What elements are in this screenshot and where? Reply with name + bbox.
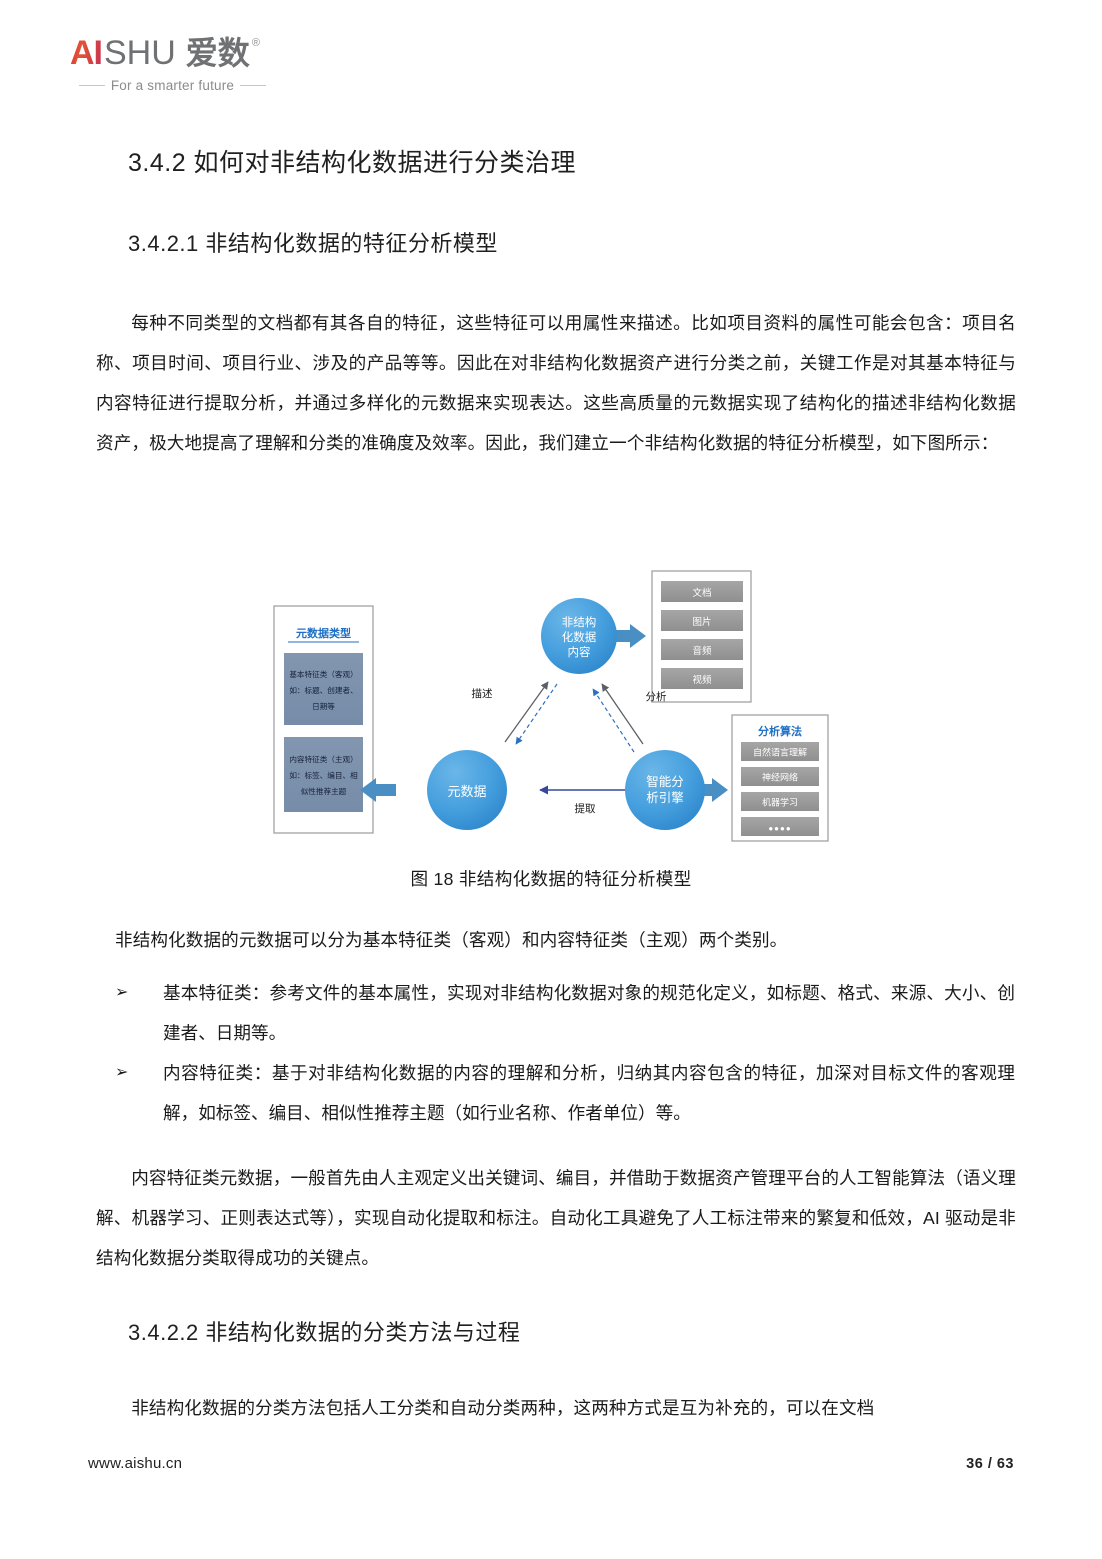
- edge-label-describe: 描述: [472, 687, 493, 700]
- logo-shu-text: SHU: [104, 34, 176, 72]
- node-metadata-label: 元数据: [447, 784, 486, 799]
- edge-engine-to-content: [601, 683, 644, 745]
- metadata-box-1-line2: 如：标题、创建者、: [289, 685, 357, 695]
- paragraph-3: 内容特征类元数据，一般首先由人主观定义出关键词、编目，并借助于数据资产管理平台的…: [96, 1168, 1016, 1268]
- edge-content-to-metadata: [515, 683, 558, 745]
- metadata-box-2-line3: 似性推荐主题: [301, 786, 347, 796]
- edge-metadata-to-content: [504, 681, 549, 743]
- content-type-item-2: 音频: [692, 645, 712, 657]
- figure-caption: 图 18 非结构化数据的特征分析模型: [410, 869, 692, 889]
- metadata-type-panel: 元数据类型 基本特征类（客观） 如：标题、创建者、 日期等 内容特征类（主观） …: [273, 605, 374, 834]
- metadata-box-1-line1: 基本特征类（客观）: [289, 669, 357, 679]
- figure-18-diagram: 元数据类型 基本特征类（客观） 如：标题、创建者、 日期等 内容特征类（主观） …: [252, 552, 878, 852]
- bullet-item-basic-features: ➢ 基本特征类：参考文件的基本属性，实现对非结构化数据对象的规范化定义，如标题、…: [115, 973, 1015, 1053]
- diagram-edges: [504, 681, 644, 795]
- node-metadata: 元数据: [427, 750, 507, 830]
- node-engine-line2: 析引擎: [646, 790, 684, 805]
- metadata-box-2-line1: 内容特征类（主观）: [289, 754, 357, 764]
- tagline-rule-right: [240, 85, 267, 86]
- node-engine-line1: 智能分: [646, 774, 684, 789]
- content-types-panel: 文档 图片 音频 视频: [651, 570, 752, 703]
- bullet-marker-icon: ➢: [115, 1064, 129, 1081]
- brand-logo: AI SHU 爱数 ®: [70, 34, 300, 74]
- section-heading: 3.4.2 如何对非结构化数据进行分类治理: [128, 149, 577, 177]
- arrow-metadata-to-panel-icon: [360, 778, 396, 802]
- subsection-heading-2: 3.4.2.2 非结构化数据的分类方法与过程: [128, 1320, 521, 1345]
- content-type-item-3: 视频: [692, 674, 712, 686]
- metadata-panel-title: 元数据类型: [296, 626, 351, 640]
- logo-chinese-text: 爱数: [185, 35, 250, 71]
- page-header: AI SHU 爱数 ® For a smarter future: [70, 34, 300, 104]
- footer-website-url: www.aishu.cn: [88, 1455, 183, 1472]
- metadata-box-1-line3: 日期等: [312, 701, 335, 711]
- metadata-box-2-line2: 如：标签、编目、相: [289, 770, 358, 780]
- bullet-text-content-features: 内容特征类：基于对非结构化数据的内容的理解和分析，归纳其内容包含的特征，加深对目…: [163, 1063, 1015, 1123]
- content-type-item-1: 图片: [692, 616, 711, 628]
- algorithm-item-0: 自然语言理解: [753, 747, 807, 758]
- node-content-line3: 内容: [568, 645, 591, 659]
- paragraph-4: 非结构化数据的分类方法包括人工分类和自动分类两种，这两种方式是互为补充的，可以在…: [131, 1398, 875, 1418]
- paragraph-1: 每种不同类型的文档都有其各自的特征，这些特征可以用属性来描述。比如项目资料的属性…: [96, 313, 1016, 453]
- bullet-text-basic-features: 基本特征类：参考文件的基本属性，实现对非结构化数据对象的规范化定义，如标题、格式…: [163, 983, 1015, 1043]
- node-content-line2: 化数据: [562, 630, 597, 644]
- algorithm-item-3: ●●●●: [768, 824, 791, 833]
- footer-page-number: 36 / 63: [966, 1455, 1014, 1472]
- algorithms-panel-title: 分析算法: [758, 724, 802, 738]
- edge-content-to-engine: [592, 688, 635, 753]
- registered-trademark-icon: ®: [251, 37, 260, 49]
- page-footer: www.aishu.cn 36 / 63: [0, 1455, 1102, 1472]
- node-engine: 智能分 析引擎: [625, 750, 705, 830]
- paragraph-2: 非结构化数据的元数据可以分为基本特征类（客观）和内容特征类（主观）两个类别。: [115, 930, 788, 950]
- bullet-marker-icon: ➢: [115, 984, 129, 1001]
- tagline-text: For a smarter future: [110, 78, 235, 93]
- content-type-item-0: 文档: [692, 587, 711, 599]
- tagline-rule-left: [78, 85, 105, 86]
- logo-ai-text: AI: [70, 34, 103, 72]
- algorithm-item-1: 神经网络: [762, 772, 798, 783]
- analysis-algorithms-panel: 分析算法 自然语言理解 神经网络 机器学习 ●●●●: [731, 714, 829, 842]
- edge-label-extract: 提取: [575, 803, 596, 815]
- node-content-line1: 非结构: [562, 615, 597, 629]
- edge-label-analyze: 分析: [646, 690, 667, 703]
- bullet-item-content-features: ➢ 内容特征类：基于对非结构化数据的内容的理解和分析，归纳其内容包含的特征，加深…: [115, 1053, 1015, 1133]
- algorithm-item-2: 机器学习: [762, 797, 798, 808]
- arrow-content-to-types-icon: [610, 624, 646, 648]
- node-content: 非结构 化数据 内容: [541, 598, 617, 674]
- logo-tagline: For a smarter future: [70, 78, 275, 93]
- subsection-heading-1: 3.4.2.1 非结构化数据的特征分析模型: [128, 231, 498, 256]
